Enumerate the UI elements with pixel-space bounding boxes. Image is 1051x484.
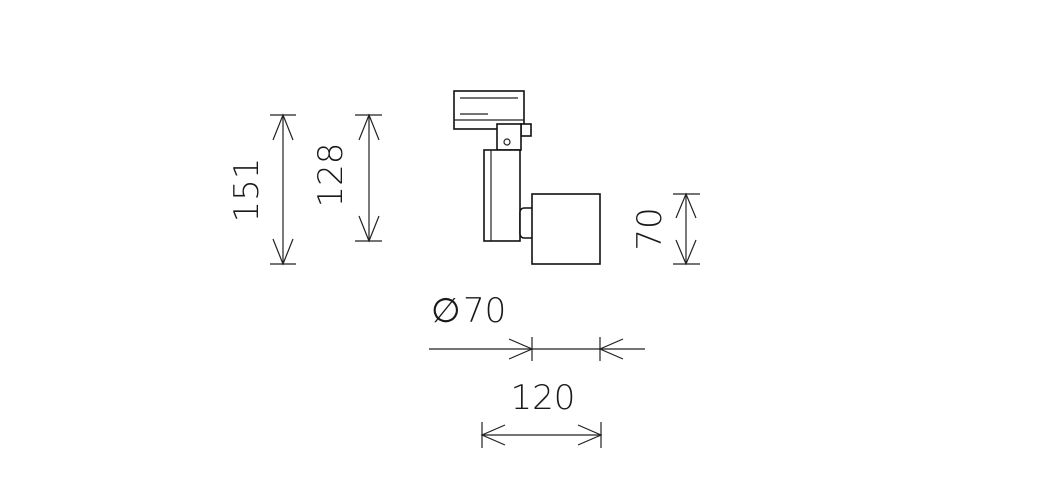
connector-block: [496, 123, 522, 151]
diameter-label: 70: [463, 291, 506, 331]
head-height-label: 70: [630, 207, 670, 250]
track-adapter: [453, 90, 525, 130]
diameter-symbol: ∅: [431, 291, 461, 331]
dimension-width-total: 120: [480, 378, 603, 448]
fixture-stem: [483, 149, 521, 242]
dimension-height-body: 128: [311, 113, 382, 243]
dimension-head-height: 70: [630, 192, 700, 266]
track-spotlight-side-view: [453, 90, 601, 265]
height-body-label: 128: [311, 143, 351, 208]
lamp-head: [531, 193, 601, 265]
dimension-height-total: 151: [227, 113, 296, 266]
dimension-diameter: ∅ 70: [429, 291, 645, 361]
width-total-label: 120: [511, 378, 576, 418]
height-total-label: 151: [227, 158, 267, 223]
